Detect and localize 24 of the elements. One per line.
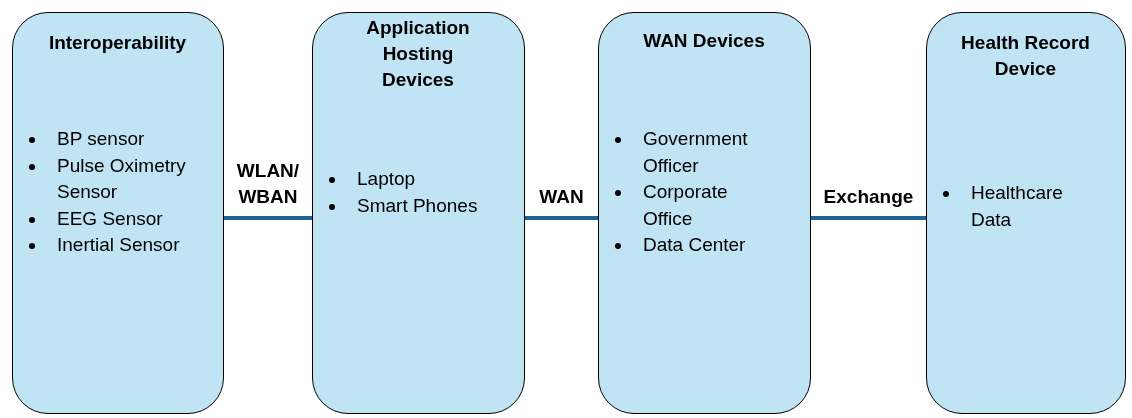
rounded-box: [926, 12, 1126, 414]
list-item: BP sensor: [57, 127, 145, 151]
edge-label: Exchange: [822, 185, 915, 209]
list-item: Inertial Sensor: [57, 233, 180, 257]
box-heading: Application Hosting Devices: [365, 16, 471, 92]
list-item: Pulse Oximetry Sensor: [57, 153, 187, 204]
list-item: Laptop: [357, 167, 416, 191]
rounded-box: [598, 12, 811, 414]
list-item: Government Officer: [643, 127, 749, 178]
connector-line: [525, 216, 598, 220]
rounded-box: [312, 12, 525, 414]
list-item: Healthcare Data: [971, 181, 1064, 232]
box-heading: Health Record Device: [960, 31, 1091, 81]
list-item: Corporate Office: [643, 180, 729, 231]
rounded-box: [12, 12, 224, 414]
connector-line: [811, 216, 926, 220]
list-item: EEG Sensor: [57, 206, 163, 231]
edge-label: WLAN/ WBAN: [235, 159, 301, 209]
list-item: Smart Phones: [357, 193, 478, 218]
box-heading: Interoperability: [47, 31, 188, 55]
list-item: Data Center: [643, 233, 746, 257]
connector-line: [224, 216, 312, 220]
box-heading: WAN Devices: [642, 29, 766, 53]
edge-label: WAN: [538, 185, 585, 209]
